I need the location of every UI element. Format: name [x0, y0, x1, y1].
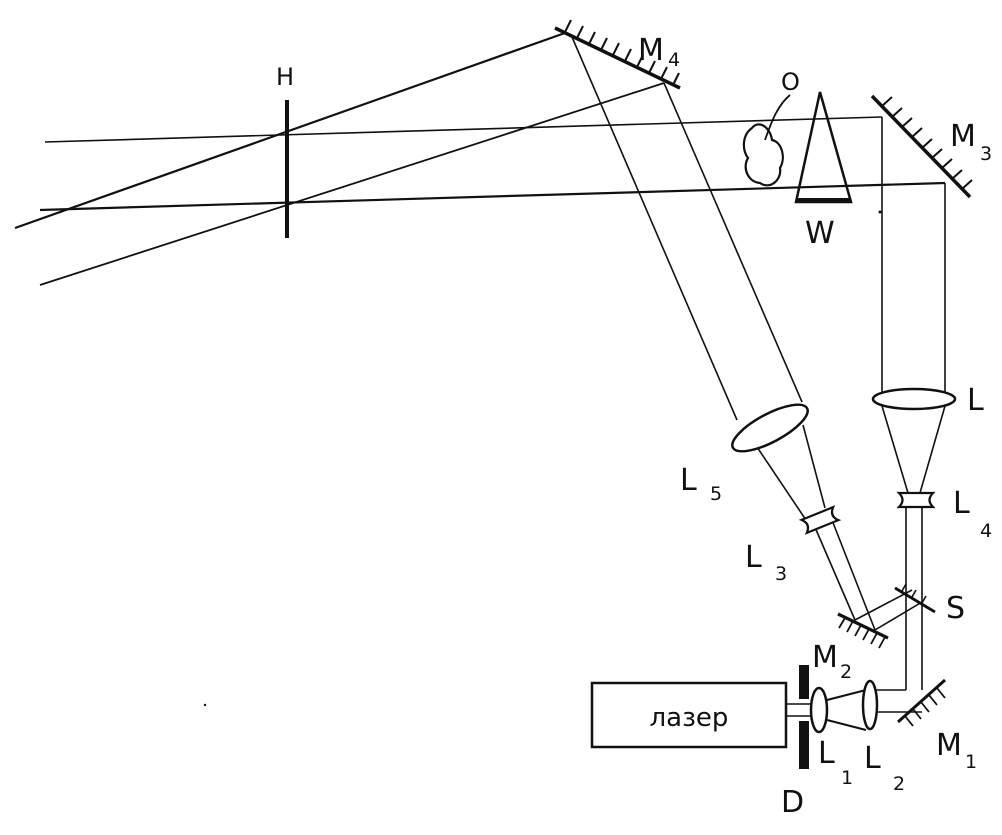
lens-l2: L 2 [861, 679, 905, 795]
lens5-label: L [680, 463, 697, 498]
object: O [742, 68, 800, 187]
mirror1-label: M [936, 728, 962, 763]
ray-m4-to-l5-right [663, 82, 803, 403]
ray-l-to-l4-right [919, 405, 946, 494]
ray-l5-to-l3-left [756, 446, 811, 527]
splitter-label: S [946, 591, 965, 626]
mirror3-label: M [950, 119, 976, 154]
stray-dot [203, 703, 207, 707]
lens4-sub: 4 [980, 520, 992, 542]
mirror2-sub: 2 [840, 661, 852, 683]
laser-label: лазер [650, 703, 729, 733]
ray-s-to-m2-upper [854, 589, 913, 621]
mirror-m1: M 1 [897, 678, 977, 773]
stray-dot [878, 210, 882, 214]
mirror-m4: M 4 [554, 19, 681, 90]
wedge-prism: W [794, 91, 853, 251]
lens-l1: L 1 [809, 686, 853, 789]
hologram-label: H [276, 63, 294, 91]
lens3-label: L [745, 540, 762, 575]
lens-l5: L 5 [680, 403, 809, 505]
lens2-label: L [864, 741, 881, 776]
ray-l3-to-m2-right [829, 514, 876, 631]
ray-object-upper [44, 116, 883, 143]
lens4-label: L [953, 486, 970, 521]
ray-l5-to-l3-right [802, 424, 826, 509]
mirror1-sub: 1 [965, 751, 977, 773]
light-rays [14, 31, 946, 717]
mirror-m3: M 3 [870, 94, 992, 199]
lens-label: L [967, 383, 984, 418]
diaphragm-label: D [781, 785, 804, 820]
mirror2-label: M [812, 640, 838, 675]
ray-m4-to-l5-left [571, 36, 738, 421]
lens1-label: L [818, 736, 835, 771]
mirror3-sub: 3 [980, 143, 992, 165]
hologram-plate: H [276, 63, 294, 238]
object-label: O [781, 68, 800, 96]
lens1-sub: 1 [841, 767, 853, 789]
laser-source: лазер [590, 681, 788, 749]
lens3-sub: 3 [775, 563, 787, 585]
wedge-label: W [805, 216, 835, 251]
lens-l: L [871, 383, 984, 418]
ray-m4-to-h-upper [14, 31, 566, 230]
beam-expander-cone [826, 689, 867, 731]
mirror-m2: M 2 [812, 612, 889, 683]
mirror4-sub: 4 [668, 49, 680, 71]
ray-s-to-m2-lower [874, 601, 923, 631]
ray-m4-to-h-lower [39, 82, 665, 286]
ray-l-to-l4-left [881, 405, 909, 494]
mirror4-label: M [638, 33, 664, 68]
ray-l3-to-m2-left [813, 524, 856, 621]
ray-object-lower [39, 181, 946, 212]
lens5-sub: 5 [710, 483, 722, 505]
lens-l3: L 3 [745, 505, 842, 585]
lens2-sub: 2 [893, 773, 905, 795]
diaphragm: D [781, 665, 809, 820]
lens-l4: L 4 [896, 486, 992, 542]
beam-splitter: S [894, 583, 965, 626]
